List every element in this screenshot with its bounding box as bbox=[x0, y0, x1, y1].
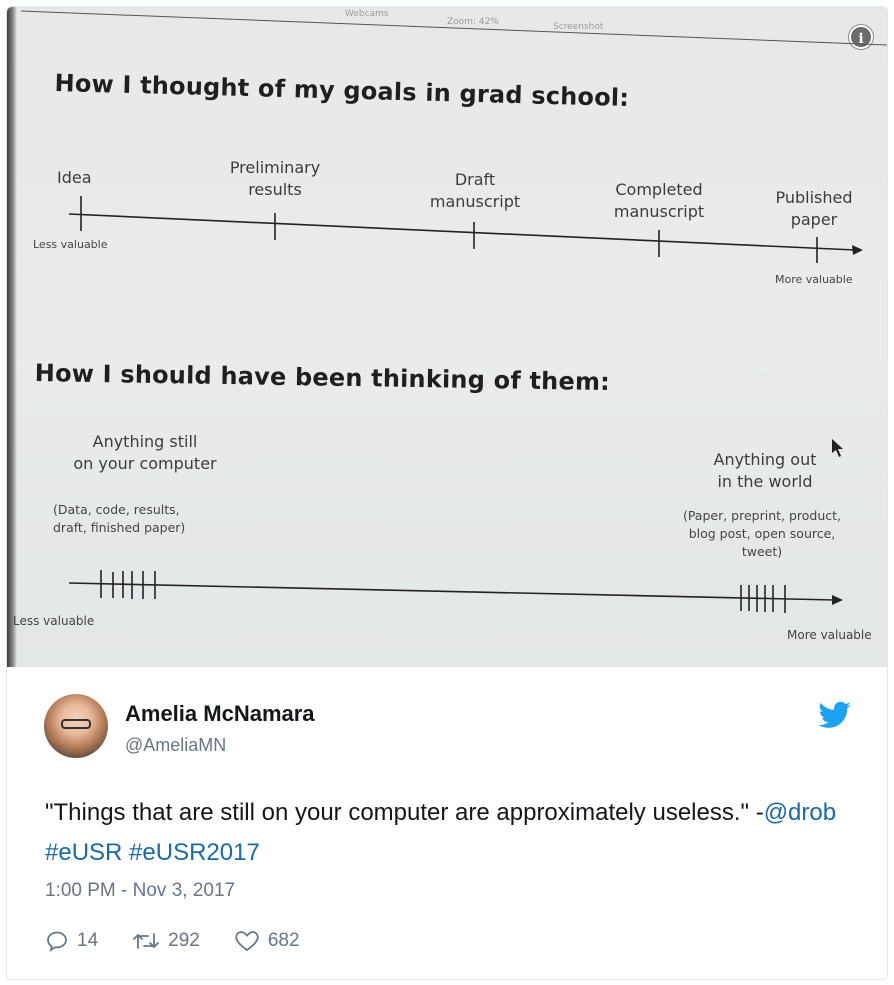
retweet-action[interactable]: 292 bbox=[132, 929, 200, 953]
timeline2-right-ticks bbox=[740, 585, 786, 613]
tweet-timestamp[interactable]: 1:00 PM - Nov 3, 2017 bbox=[45, 880, 236, 901]
timeline2-axis bbox=[68, 582, 836, 601]
topbar-screenshot: Screenshot bbox=[553, 22, 604, 32]
screen-top-edge bbox=[20, 10, 887, 46]
stage-preliminary: Preliminary results bbox=[229, 158, 321, 199]
slide-timelines bbox=[20, 10, 887, 613]
tweet-photo[interactable]: Webcams Zoom: 42% Screenshot i bbox=[7, 7, 887, 667]
right-group-title: Anything out in the world bbox=[713, 450, 817, 491]
avatar-glasses bbox=[61, 719, 91, 729]
tweet-actions: 14 292 682 bbox=[45, 929, 334, 953]
reply-action[interactable]: 14 bbox=[45, 929, 98, 953]
hashtag-link-eusr2017[interactable]: #eUSR2017 bbox=[129, 839, 260, 866]
tweet-body: Amelia McNamara @AmeliaMN "Things that a… bbox=[7, 667, 887, 979]
like-count: 682 bbox=[267, 930, 300, 951]
tweet-text: "Things that are still on your computer … bbox=[45, 793, 845, 873]
mouse-cursor bbox=[832, 439, 843, 457]
timeline1-axis bbox=[68, 213, 856, 251]
author-name[interactable]: Amelia McNamara bbox=[125, 701, 315, 726]
topbar-zoom: Zoom: 42% bbox=[447, 17, 499, 27]
reply-icon bbox=[47, 931, 67, 952]
right-group-subtitle: (Paper, preprint, product, blog post, op… bbox=[682, 508, 842, 559]
retweet-count: 292 bbox=[168, 930, 200, 951]
photo-frame-edge bbox=[7, 7, 17, 667]
left-group-subtitle: (Data, code, results, draft, finished pa… bbox=[53, 502, 186, 535]
timeline1-more-valuable: More valuable bbox=[775, 273, 853, 286]
tweet-text-plain: "Things that are still on your computer … bbox=[45, 799, 764, 826]
stage-draft: Draft manuscript bbox=[429, 170, 521, 211]
timeline1-arrowhead bbox=[852, 245, 863, 255]
tweet-card: Webcams Zoom: 42% Screenshot i bbox=[6, 6, 888, 980]
hashtag-link-eusr[interactable]: #eUSR bbox=[45, 839, 123, 866]
timeline2-arrowhead bbox=[832, 595, 843, 605]
timeline1-less-valuable: Less valuable bbox=[33, 238, 108, 251]
topbar-webcams: Webcams bbox=[345, 9, 389, 19]
mention-link[interactable]: @drob bbox=[763, 799, 837, 826]
left-group-title: Anything still on your computer bbox=[73, 432, 217, 473]
author-handle[interactable]: @AmeliaMN bbox=[125, 735, 227, 755]
timeline2-less-valuable: Less valuable bbox=[13, 614, 95, 628]
stage-idea: Idea bbox=[57, 168, 92, 187]
avatar[interactable] bbox=[44, 694, 108, 758]
timeline2-more-valuable: More valuable bbox=[787, 628, 872, 642]
reply-count: 14 bbox=[77, 930, 99, 951]
twitter-bird-icon[interactable] bbox=[819, 701, 851, 729]
info-icon[interactable]: i bbox=[849, 25, 873, 49]
heart-icon bbox=[235, 931, 259, 952]
like-action[interactable]: 682 bbox=[234, 929, 300, 953]
retweet-icon bbox=[133, 933, 160, 949]
timeline2-left-ticks bbox=[100, 570, 156, 599]
stage-completed: Completed manuscript bbox=[613, 180, 705, 221]
stage-published: Published paper bbox=[775, 188, 853, 229]
